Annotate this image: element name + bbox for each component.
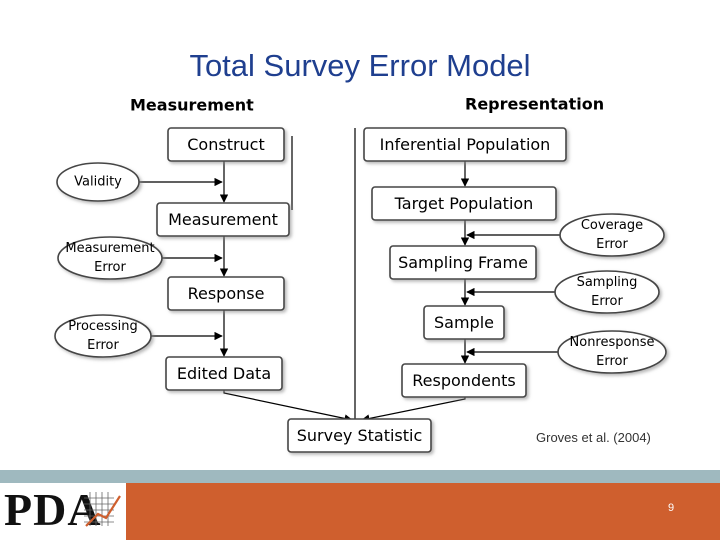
citation: Groves et al. (2004) — [536, 430, 651, 445]
logo-background — [0, 483, 126, 540]
representation-error-2 — [554, 270, 660, 314]
representation-box-5-label: Respondents — [412, 371, 515, 390]
representation-error-3-label-1: Error — [596, 354, 628, 369]
measurement-error-2-label-0: Measurement — [65, 241, 154, 256]
pda-logo: PDA — [4, 484, 102, 535]
representation-box-4 — [423, 305, 505, 340]
representation-error-1-label-0: Coverage — [581, 218, 643, 233]
footer-strip — [0, 470, 720, 483]
measurement-to-statistic-arrow — [223, 390, 353, 423]
measurement-error-1 — [56, 162, 140, 202]
representation-error-3 — [557, 330, 667, 374]
measurement-box-4 — [165, 356, 283, 391]
measurement-box-1 — [167, 127, 285, 162]
representation-error-3-label-0: Nonresponse — [570, 335, 655, 350]
representation-error-1-label-1: Error — [596, 237, 628, 252]
measurement-box-3 — [167, 276, 285, 311]
page-number: 9 — [668, 502, 675, 514]
measurement-error-3 — [54, 314, 152, 358]
representation-box-2 — [371, 186, 557, 221]
representation-error-2-label-0: Sampling — [577, 275, 638, 290]
measurement-box-2 — [156, 202, 290, 237]
representation-box-2-label: Target Population — [394, 194, 534, 213]
representation-box-5 — [401, 363, 527, 398]
representation-to-statistic-arrow — [361, 397, 466, 423]
representation-box-1-label: Inferential Population — [380, 135, 551, 154]
measurement-box-1-label: Construct — [187, 135, 265, 154]
measurement-header: Measurement — [130, 96, 254, 115]
representation-box-3 — [389, 245, 537, 280]
measurement-error-3-label-1: Error — [87, 338, 119, 353]
measurement-error-1-label-0: Validity — [74, 175, 122, 190]
connector-lines — [139, 128, 560, 423]
measurement-box-2-label: Measurement — [168, 210, 278, 229]
measurement-error-2 — [57, 236, 163, 280]
representation-header: Representation — [465, 95, 604, 114]
measurement-error-3-label-0: Processing — [68, 319, 137, 334]
survey-statistic-box — [287, 418, 432, 453]
representation-error-1 — [559, 213, 665, 257]
representation-error-2-label-1: Error — [591, 294, 623, 309]
representation-box-4-label: Sample — [434, 313, 494, 332]
measurement-box-4-label: Edited Data — [177, 364, 271, 383]
measurement-box-3-label: Response — [188, 284, 265, 303]
representation-box-1 — [363, 127, 567, 162]
slide-title: Total Survey Error Model — [189, 48, 531, 83]
logo-grid-icon — [84, 492, 121, 527]
measurement-error-2-label-1: Error — [94, 260, 126, 275]
survey-statistic-box-label: Survey Statistic — [297, 426, 423, 445]
representation-box-3-label: Sampling Frame — [398, 253, 528, 272]
